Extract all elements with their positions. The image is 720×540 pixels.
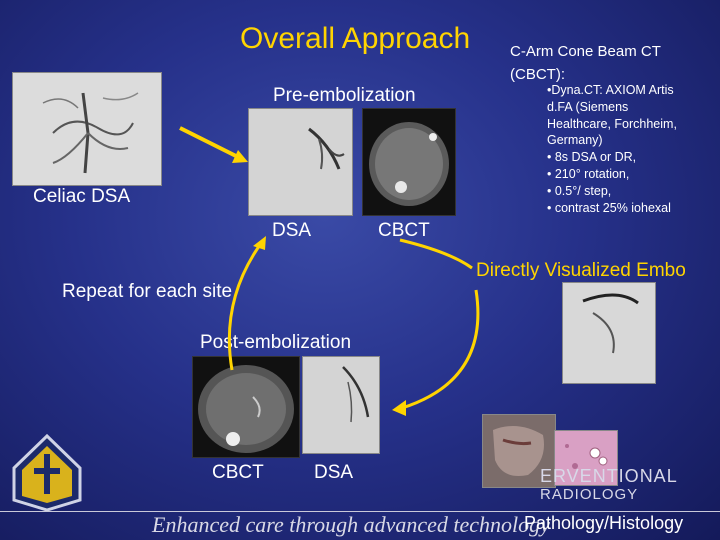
arrowhead-directly-to-post xyxy=(392,400,406,416)
arrow-celiac-to-pre xyxy=(179,126,241,160)
cbct-image-bottom xyxy=(192,356,300,458)
shield-logo-icon xyxy=(12,433,82,512)
histology-graphic xyxy=(555,431,617,485)
directly-visualized-label: Directly Visualized Embo xyxy=(476,260,686,281)
cbct-bullets: •Dyna.CT: AXIOM Artis d.FA (Siemens Heal… xyxy=(547,82,717,216)
footer-tagline: Enhanced care through advanced technolog… xyxy=(152,512,550,537)
arrowhead-post-to-pre xyxy=(253,236,266,250)
cbct-heading-line2: (CBCT): xyxy=(510,66,565,83)
dsa-image-bottom xyxy=(302,356,380,454)
slide-title: Overall Approach xyxy=(240,22,471,55)
dsa-vessel-graphic xyxy=(249,109,352,215)
celiac-angiogram-graphic xyxy=(13,73,161,185)
bullet-line: • 8s DSA or DR, xyxy=(547,150,637,165)
embo-image xyxy=(562,282,656,384)
bullet-line: d.FA (Siemens xyxy=(547,99,629,114)
pathology-histology-image xyxy=(554,430,618,486)
dsa-label-top: DSA xyxy=(272,220,312,241)
dsa-label-bottom: DSA xyxy=(314,462,354,483)
bullet-line: • contrast 25% iohexal xyxy=(547,200,671,215)
arrow-cbct-to-directly xyxy=(399,238,473,270)
ir-logo-line1: ERVENTIONAL xyxy=(540,466,678,486)
embo-graphic xyxy=(563,283,655,383)
pre-embolization-label: Pre-embolization xyxy=(273,85,416,106)
post-embolization-label: Post-embolization xyxy=(200,332,352,353)
arrow-directly-to-post xyxy=(401,289,480,410)
pathology-gross-image xyxy=(482,414,556,488)
cbct-label-bottom: CBCT xyxy=(212,462,264,483)
cbct-slice-graphic xyxy=(363,109,455,215)
arrowhead-celiac-to-pre xyxy=(232,150,248,163)
bullet-line: • 0.5°/ step, xyxy=(547,183,612,198)
footer-divider xyxy=(0,511,720,512)
pathology-label: Pathology/Histology xyxy=(524,513,684,533)
dsa-image-top xyxy=(248,108,353,216)
ir-logo-line2: RADIOLOGY xyxy=(540,486,639,503)
cbct-slice-graphic-bottom xyxy=(193,357,299,457)
repeat-label: Repeat for each site xyxy=(62,281,233,302)
cbct-image-top xyxy=(362,108,456,216)
bullet-line: • 210° rotation, xyxy=(547,166,630,181)
arrow-post-to-pre xyxy=(227,241,264,371)
cbct-heading: C-Arm Cone Beam CT (CBCT): xyxy=(510,40,715,86)
cbct-label-top: CBCT xyxy=(378,220,430,241)
gross-specimen-graphic xyxy=(483,415,555,487)
dsa-vessel-graphic-bottom xyxy=(303,357,379,453)
celiac-dsa-label: Celiac DSA xyxy=(33,186,131,207)
cbct-heading-line1: C-Arm Cone Beam CT xyxy=(510,43,661,60)
bullet-line: •Dyna.CT: AXIOM Artis xyxy=(547,83,674,97)
bullet-line: Healthcare, Forchheim, xyxy=(547,116,677,131)
bullet-line: Germany) xyxy=(547,133,603,148)
celiac-dsa-image xyxy=(12,72,162,186)
